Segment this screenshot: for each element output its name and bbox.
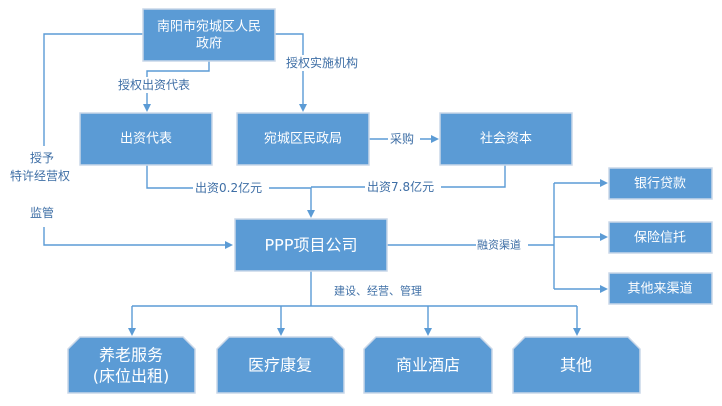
arrowhead [128, 328, 136, 336]
arrowhead [424, 328, 432, 336]
arrowhead [600, 285, 608, 293]
arrowhead [431, 135, 439, 143]
arrowhead [600, 233, 608, 241]
connector-gov-grant [43, 33, 143, 146]
node-service-hotel-label: 商业酒店 [396, 356, 460, 375]
edge-label-procure: 采购 [390, 131, 414, 146]
arrowhead [225, 241, 233, 249]
edge-label-invest-social: 出资7.8亿元 [367, 179, 434, 194]
node-financing-bank: 银行贷款 [608, 167, 713, 200]
node-civil-affairs: 宛城区民政局 [236, 112, 370, 166]
node-service-hotel: 商业酒店 [363, 336, 493, 394]
node-government-line2: 政府 [196, 37, 222, 52]
node-investor-rep-label: 出资代表 [120, 132, 172, 147]
node-ppp-company: PPP项目公司 [234, 218, 388, 272]
node-service-elderly-line1: 养老服务 [99, 346, 163, 365]
node-service-medical-label: 医疗康复 [248, 356, 312, 375]
arrowhead [299, 104, 307, 112]
node-service-others-label: 其他 [560, 356, 592, 375]
arrowhead [600, 179, 608, 187]
edge-label-grant-line1: 授予 [30, 150, 54, 165]
node-ppp-company-label: PPP项目公司 [265, 236, 358, 255]
node-financing-other: 其他来渠道 [608, 272, 713, 305]
node-financing-other-label: 其他来渠道 [627, 282, 692, 297]
edge-label-build-operate-manage: 建设、经营、管理 [334, 284, 422, 298]
connector-supervise-ppp [43, 227, 226, 246]
node-government-line1: 南阳市宛城区人民 [157, 19, 261, 35]
node-financing-insurance: 保险信托 [608, 221, 713, 254]
edge-label-authorize-investor: 授权出资代表 [118, 77, 190, 92]
edge-label-invest-gov: 出资0.2亿元 [195, 180, 262, 195]
edge-label-authorize-agency: 授权实施机构 [286, 55, 358, 70]
node-government: 南阳市宛城区人民 政府 [142, 8, 276, 62]
edge-label-financing: 融资渠道 [477, 238, 521, 252]
node-service-others: 其他 [512, 336, 641, 394]
node-service-elderly-line2: (床位出租) [93, 367, 170, 386]
arrowhead [143, 104, 151, 112]
arrowhead [573, 328, 581, 336]
node-service-medical: 医疗康复 [216, 336, 345, 394]
edge-label-grant-line2: 特许经营权 [10, 168, 70, 183]
node-civil-affairs-label: 宛城区民政局 [264, 132, 342, 147]
node-social-capital: 社会资本 [439, 112, 573, 166]
node-service-elderly: 养老服务 (床位出租) [67, 336, 196, 394]
arrowhead [307, 210, 315, 218]
connector-gov-civil [275, 33, 304, 106]
node-social-capital-label: 社会资本 [480, 131, 532, 147]
node-financing-insurance-label: 保险信托 [634, 231, 686, 246]
arrowhead [277, 328, 285, 336]
node-financing-bank-label: 银行贷款 [634, 177, 686, 192]
edge-label-supervise: 监管 [30, 205, 54, 220]
node-investor-rep: 出资代表 [79, 112, 213, 166]
